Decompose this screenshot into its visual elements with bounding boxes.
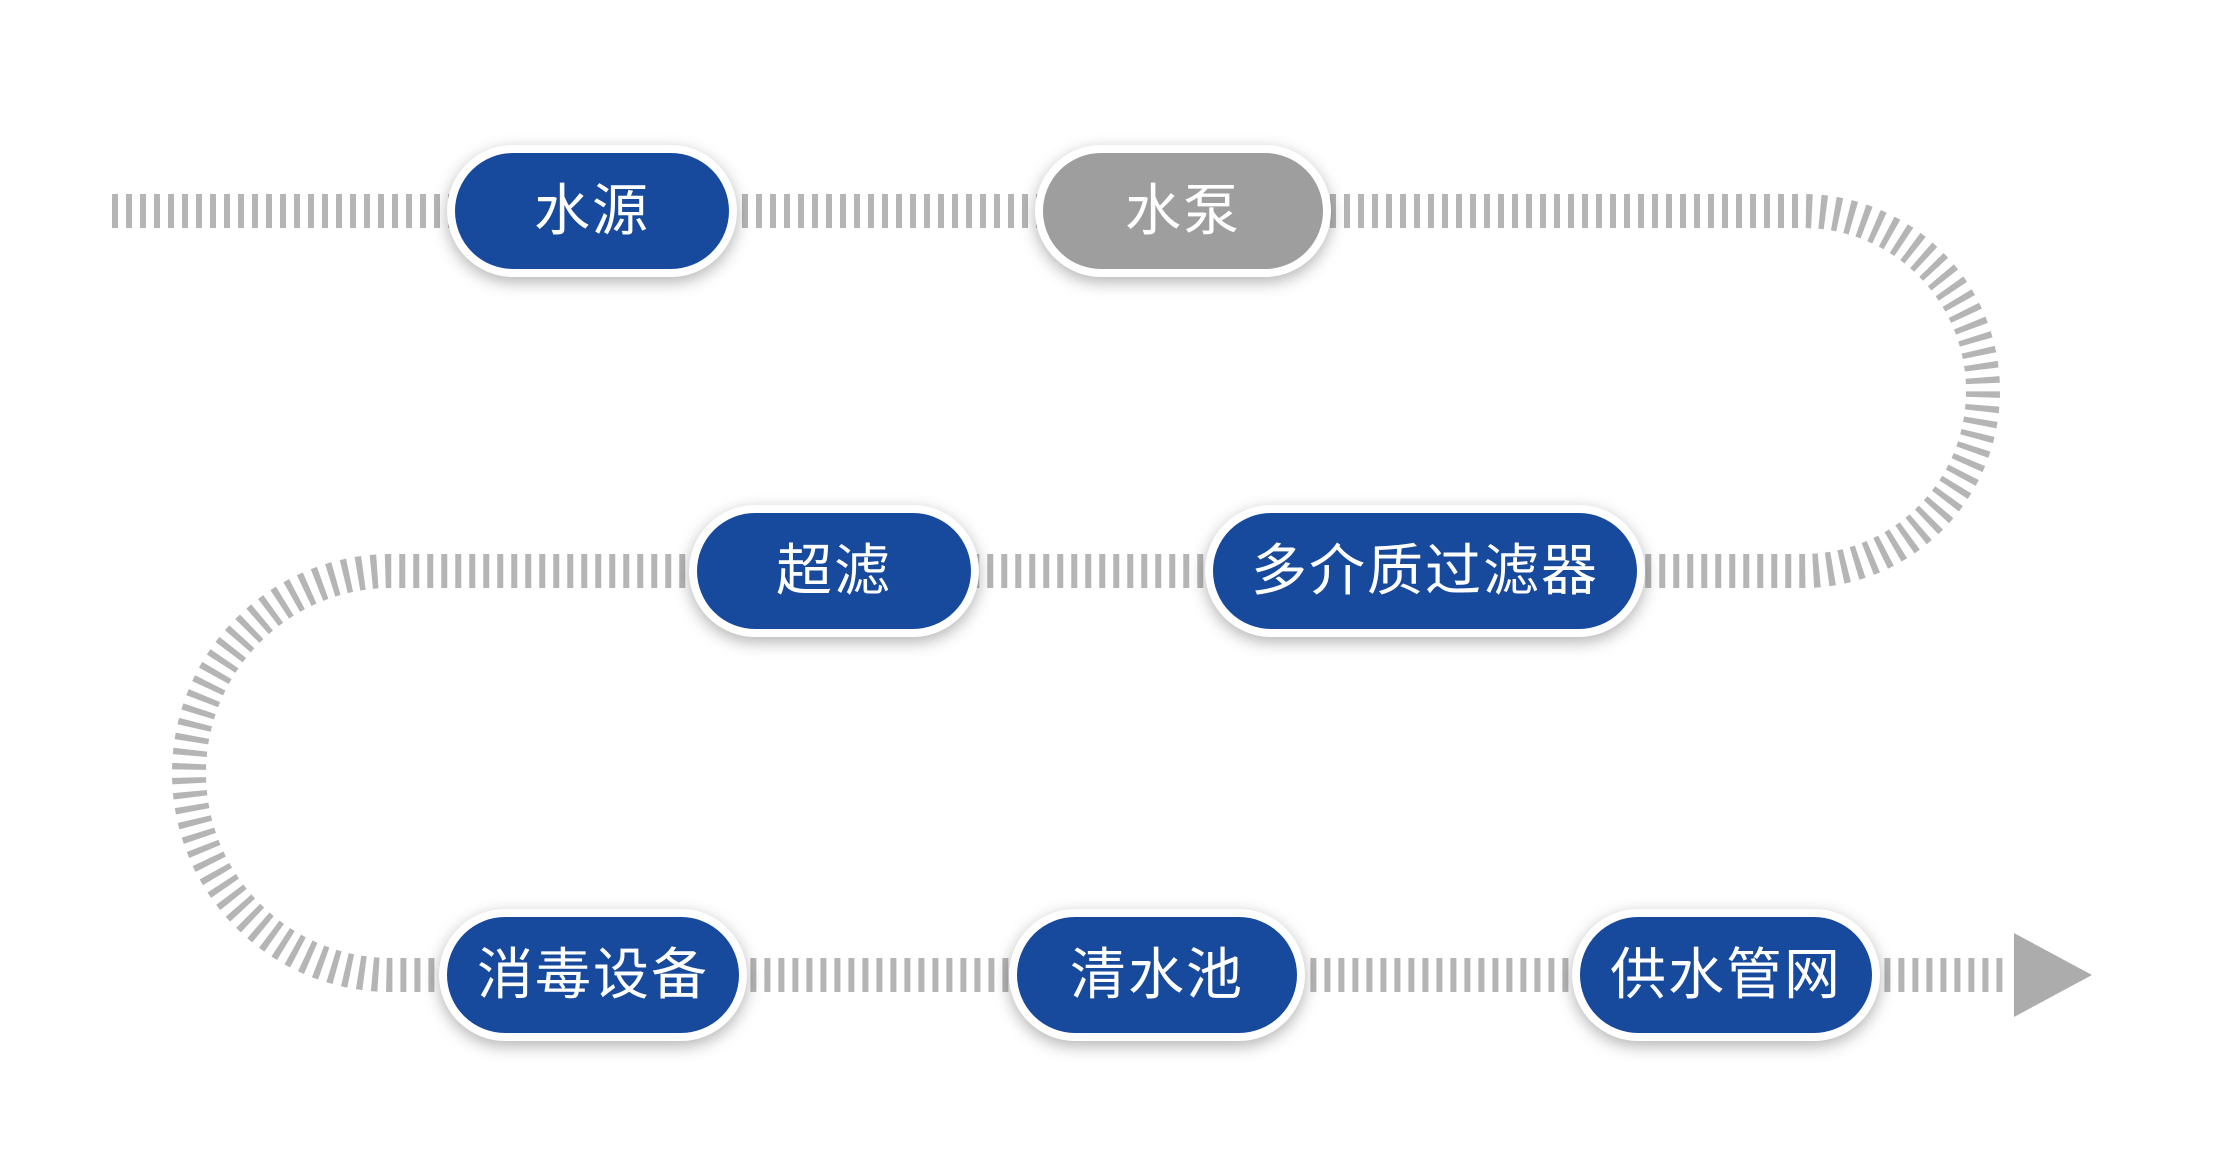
node-label: 超滤	[776, 539, 892, 602]
flow-node-multi-media-filter: 多介质过滤器	[1205, 505, 1645, 637]
node-label: 消毒设备	[477, 943, 709, 1006]
flow-node-clean-water-tank: 清水池	[1009, 909, 1305, 1041]
flow-node-water-source: 水源	[447, 145, 737, 277]
flow-node-water-supply-network: 供水管网	[1572, 909, 1880, 1041]
node-label: 清水池	[1070, 943, 1244, 1006]
node-label: 供水管网	[1610, 943, 1842, 1006]
node-label: 水泵	[1125, 179, 1241, 242]
flow-arrow-head-icon	[2014, 933, 2092, 1017]
flow-node-disinfection-equipment: 消毒设备	[439, 909, 747, 1041]
flow-node-water-pump: 水泵	[1035, 145, 1331, 277]
flow-track-path	[112, 194, 2010, 992]
node-label: 多介质过滤器	[1251, 539, 1599, 602]
flow-node-ultrafiltration: 超滤	[689, 505, 979, 637]
node-label: 水源	[534, 179, 650, 242]
